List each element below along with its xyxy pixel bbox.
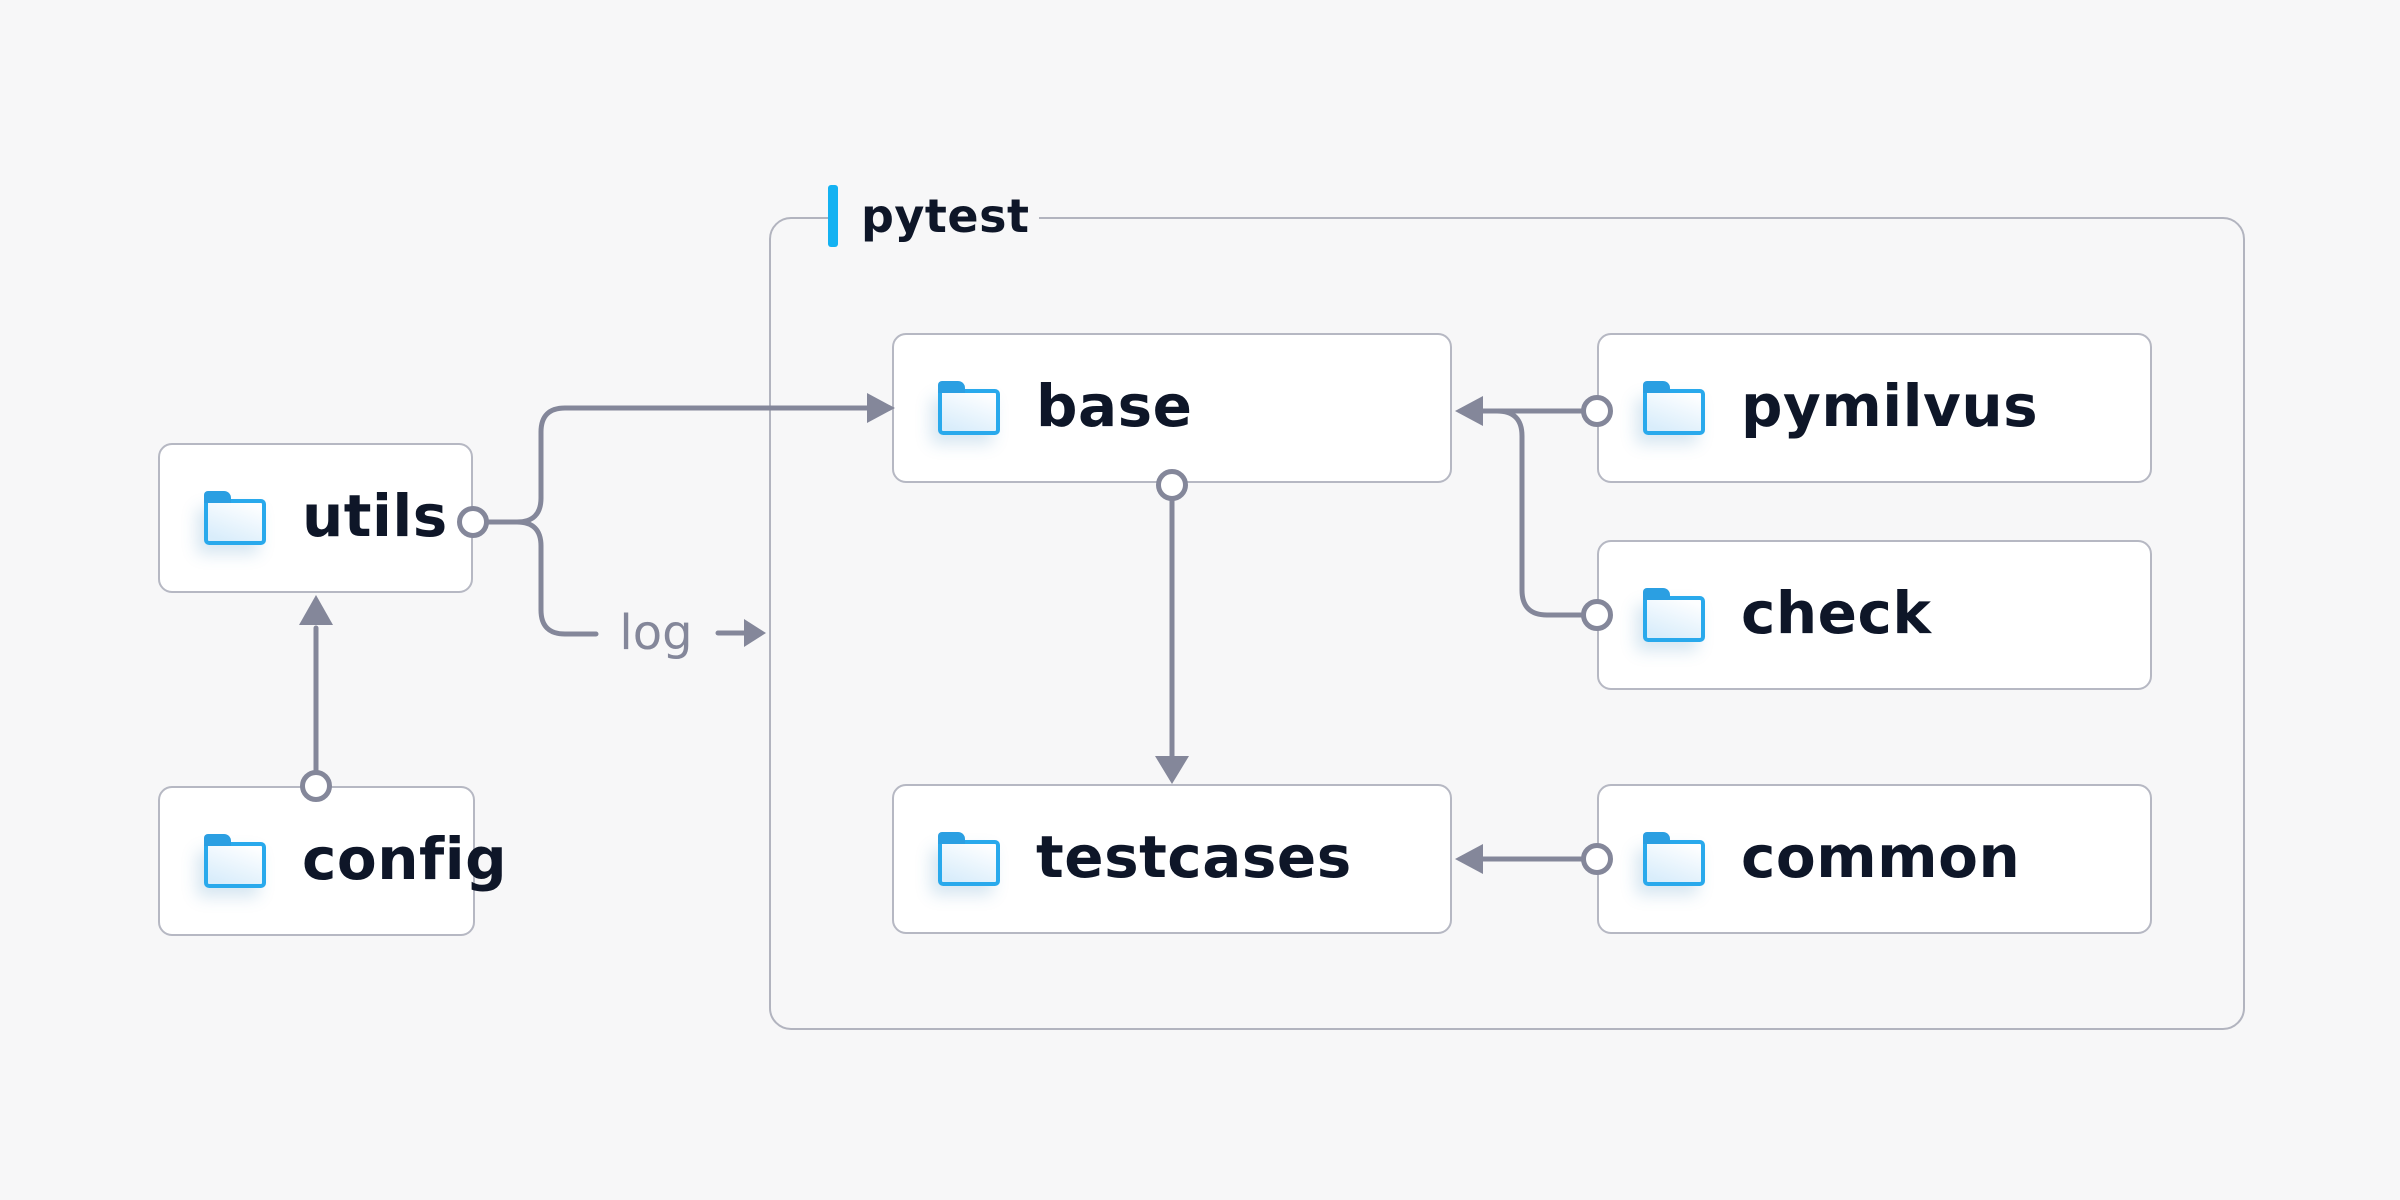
node-label: pymilvus <box>1741 372 2039 440</box>
edge-log-to-group <box>715 619 766 647</box>
accent-bar <box>828 185 838 247</box>
group-title: pytest <box>861 189 1030 243</box>
node-common: common <box>1597 784 2152 934</box>
folder-icon <box>938 832 1000 886</box>
folder-icon <box>1643 381 1705 435</box>
node-base: base <box>892 333 1452 483</box>
pytest-group <box>769 217 2245 1030</box>
folder-icon <box>204 834 266 888</box>
node-utils: utils <box>158 443 473 593</box>
node-check: check <box>1597 540 2152 690</box>
folder-icon <box>204 491 266 545</box>
folder-icon <box>1643 588 1705 642</box>
edge-config-to-utils <box>299 595 333 773</box>
node-config: config <box>158 786 507 936</box>
node-label: check <box>1741 579 1932 647</box>
pytest-group-label: pytest <box>828 185 1040 247</box>
node-label: utils <box>302 482 448 550</box>
node-label: testcases <box>1036 823 1352 891</box>
edge-utils-to-log <box>484 519 599 637</box>
log-edge-label: log <box>619 605 693 661</box>
folder-icon <box>1643 832 1705 886</box>
node-testcases: testcases <box>892 784 1452 934</box>
node-label: base <box>1036 372 1193 440</box>
node-pymilvus: pymilvus <box>1597 333 2152 483</box>
folder-icon <box>938 381 1000 435</box>
node-label: common <box>1741 823 2021 891</box>
node-label: config <box>302 825 508 893</box>
